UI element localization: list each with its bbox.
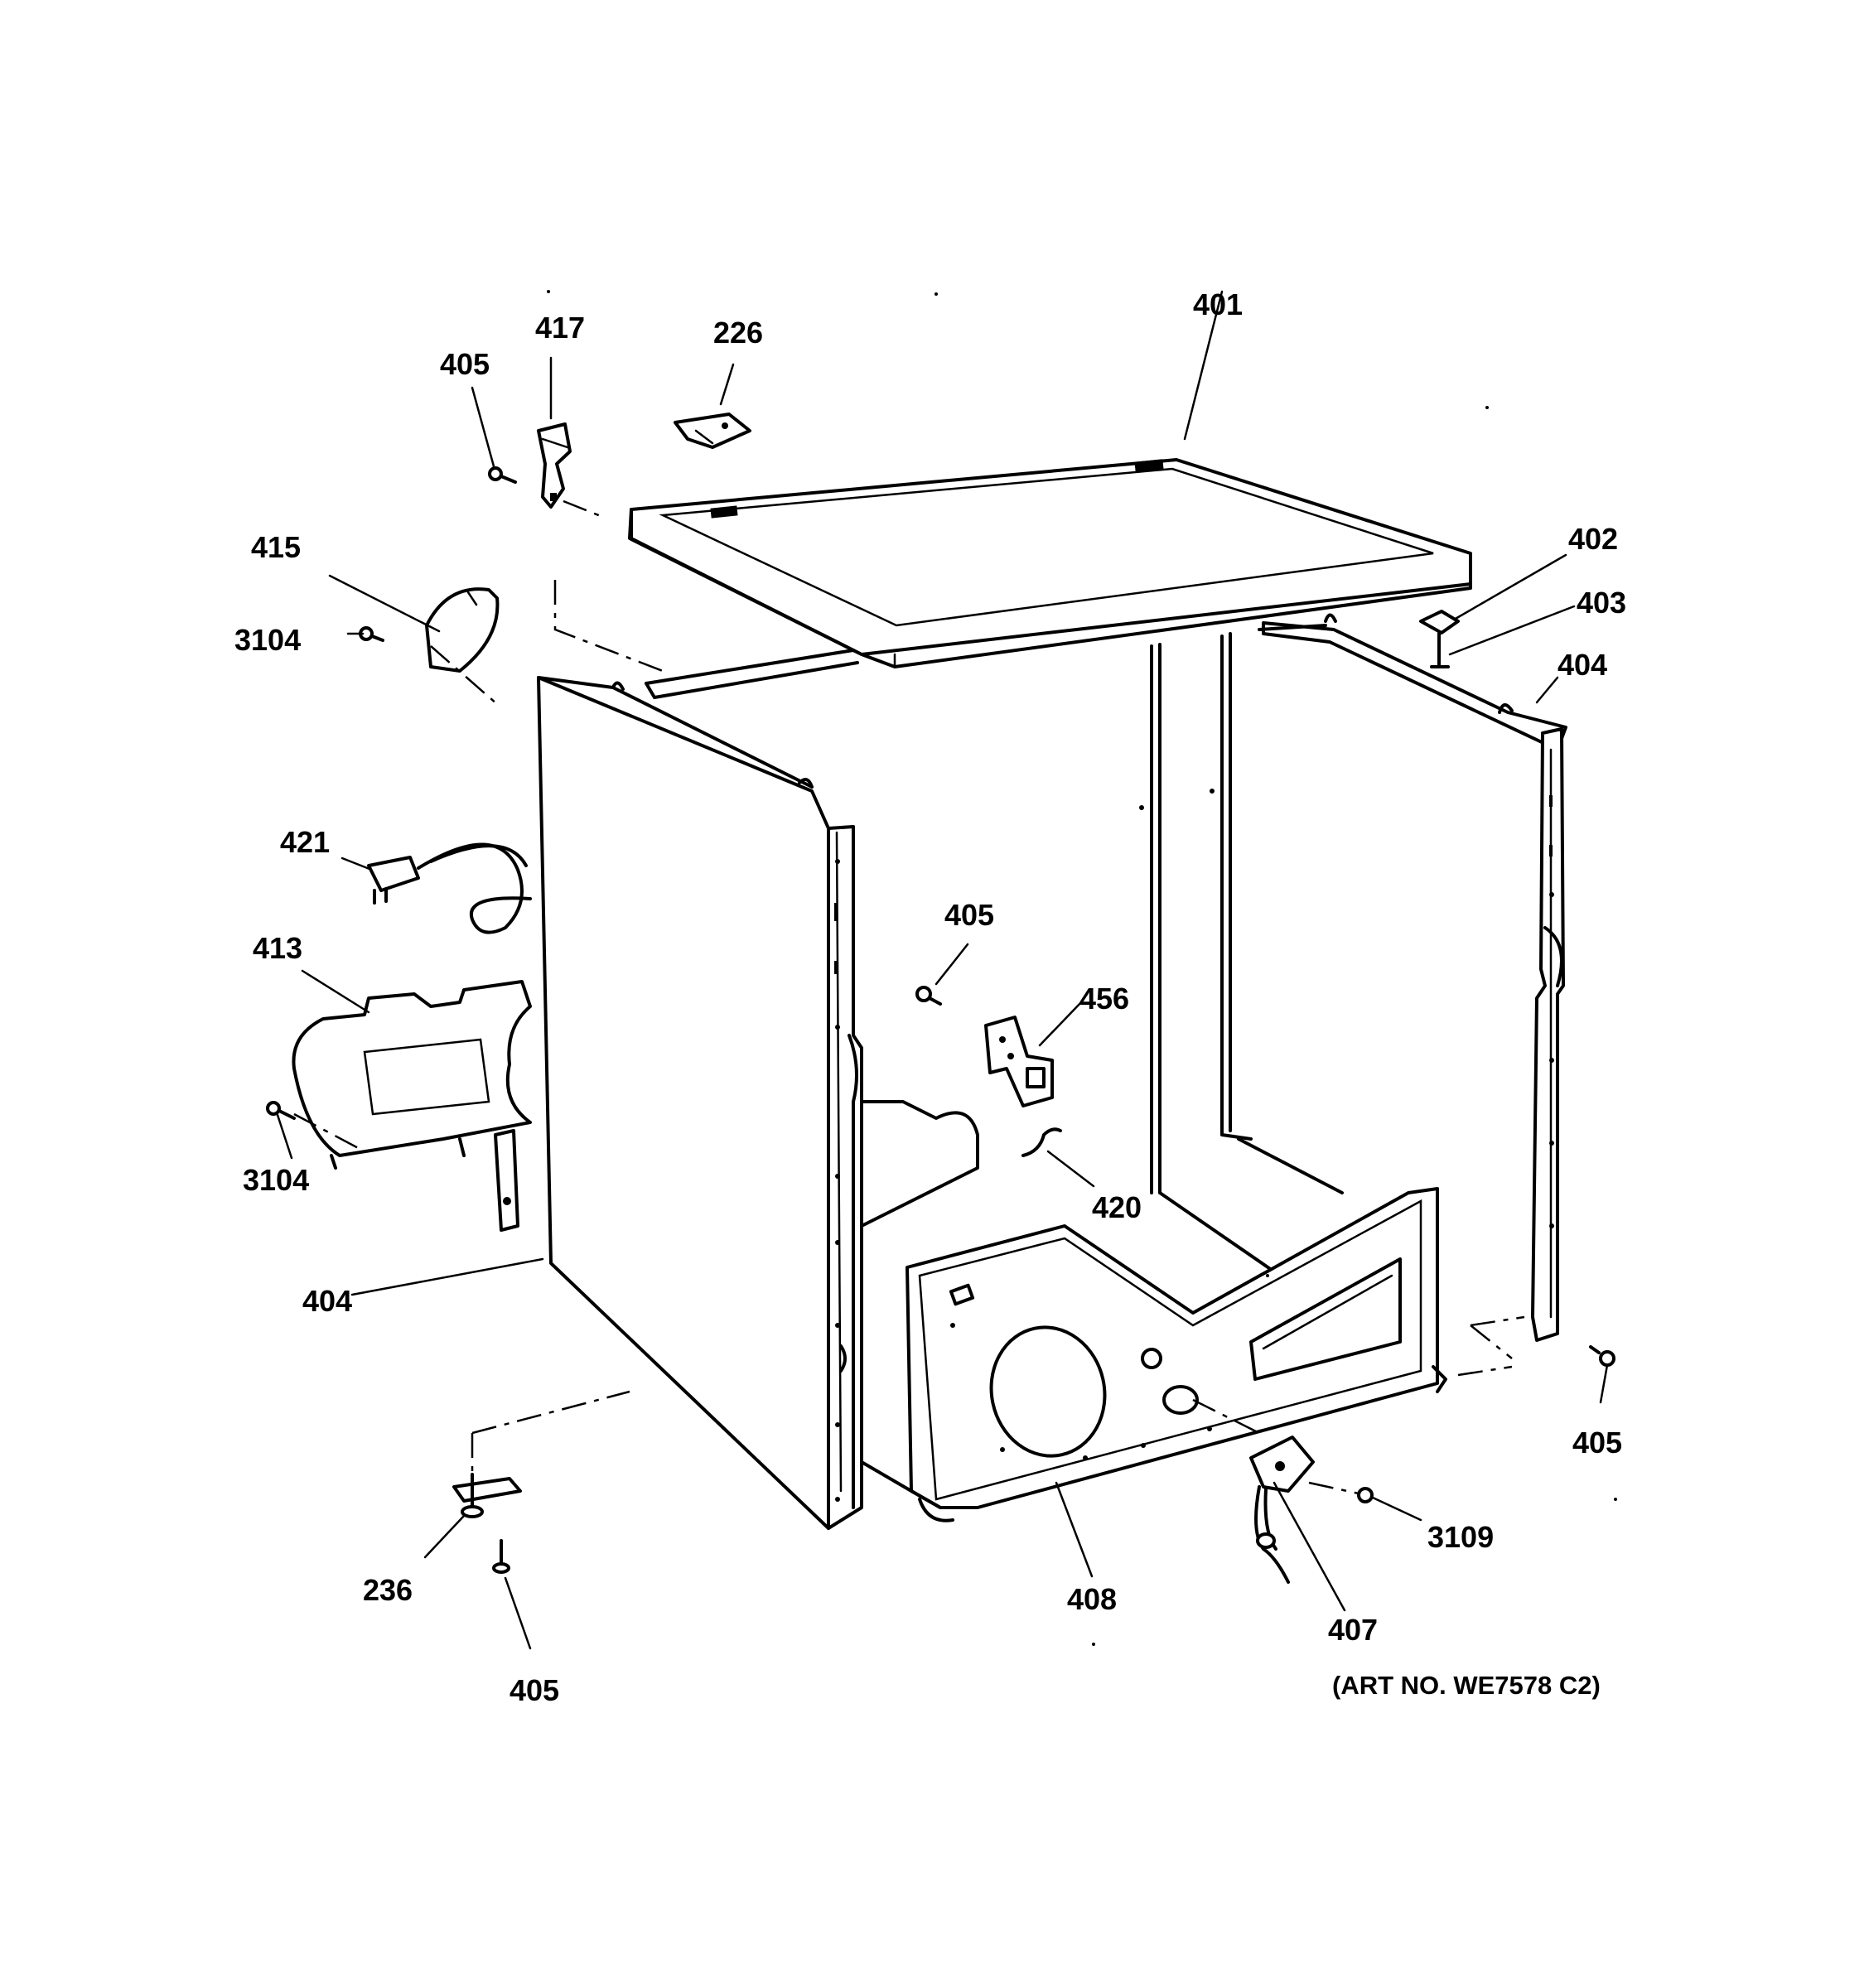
left-side-panel-part — [537, 676, 979, 1530]
label-408: 408 — [1067, 1582, 1117, 1616]
clip-420-part — [1021, 1127, 1062, 1157]
label-456: 456 — [1079, 982, 1129, 1016]
label-236: 236 — [363, 1573, 413, 1607]
label-404-left: 404 — [302, 1284, 352, 1318]
label-417: 417 — [535, 311, 585, 345]
scan-specks — [547, 290, 1617, 1646]
glide-402-part — [1419, 610, 1460, 668]
screw-3109-part — [1357, 1487, 1374, 1503]
label-405-right: 405 — [1572, 1426, 1622, 1460]
label-3109: 3109 — [1427, 1520, 1494, 1554]
bracket-456-part — [984, 1016, 1054, 1107]
clip-226-part — [674, 413, 751, 449]
screw-405c-part — [492, 1539, 510, 1574]
label-226: 226 — [713, 316, 763, 350]
label-403: 403 — [1577, 586, 1626, 620]
label-413: 413 — [253, 931, 302, 965]
screw-405b-part — [915, 986, 942, 1006]
label-421: 421 — [280, 825, 330, 859]
label-3104-lower: 3104 — [243, 1163, 309, 1197]
switch-407-part — [1249, 1436, 1315, 1584]
label-402: 402 — [1568, 522, 1618, 556]
label-401: 401 — [1193, 287, 1243, 321]
cover-415-part — [425, 587, 500, 673]
label-420: 420 — [1092, 1190, 1142, 1224]
base-panel-part — [860, 1187, 1447, 1522]
top-panel-part — [628, 458, 1472, 668]
screw-405d-part — [1589, 1345, 1615, 1367]
label-405-bottom: 405 — [510, 1673, 559, 1707]
cord-421-part — [367, 842, 532, 934]
label-405-top: 405 — [440, 347, 490, 381]
label-405-middle: 405 — [944, 898, 994, 932]
label-404-right: 404 — [1558, 648, 1607, 682]
leg-236-part — [452, 1473, 522, 1518]
sensor-bracket-part — [494, 1129, 519, 1232]
bracket-417-part — [537, 422, 572, 509]
label-415: 415 — [251, 530, 301, 564]
right-side-panel-part — [1262, 613, 1567, 1377]
part-labels: 401 417 226 405 415 3104 402 403 404 421… — [234, 287, 1626, 1707]
screw-3104b-part — [266, 1101, 296, 1120]
screw-405a-part — [488, 466, 517, 484]
label-3104-top: 3104 — [234, 623, 301, 657]
plate-413-part — [292, 980, 532, 1170]
art-number: (ART NO. WE7578 C2) — [1332, 1671, 1601, 1700]
leader-lines — [276, 290, 1609, 1650]
label-407: 407 — [1328, 1613, 1378, 1647]
